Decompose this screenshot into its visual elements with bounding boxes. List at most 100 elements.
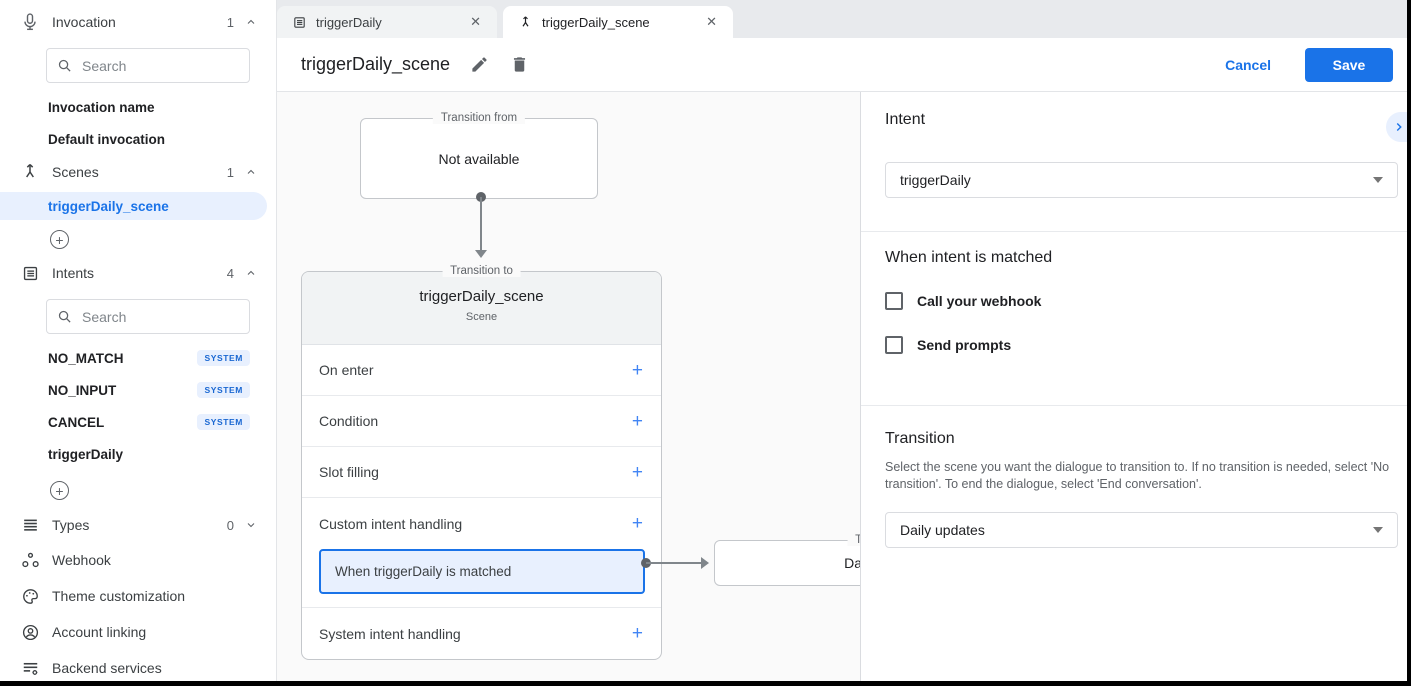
close-icon[interactable]: ✕ [706,14,717,29]
scene-row-slot-filling[interactable]: Slot filling + [302,447,661,498]
intent-icon [291,14,307,30]
prompts-checkbox-row[interactable]: Send prompts [885,336,1011,354]
sidebar-item-webhook[interactable]: Webhook [0,542,276,578]
invocation-search[interactable] [46,48,250,83]
intent-select-value: triggerDaily [900,172,971,188]
checkbox-label: Send prompts [917,337,1012,353]
add-condition-button[interactable]: + [631,410,643,432]
transition-from-box: Transition from Not available [360,112,598,199]
checkbox-unchecked[interactable] [885,336,903,354]
selected-intent-handler[interactable]: When triggerDaily is matched [319,549,645,594]
custom-intent-handling-row[interactable]: Custom intent handling + [319,513,643,534]
intent-select[interactable]: triggerDaily [885,162,1398,198]
transition-target-value: Daily updates [844,555,860,571]
section-label: Invocation [52,14,116,30]
divider [861,231,1407,232]
system-badge: SYSTEM [197,382,250,398]
section-count: 1 [226,164,234,180]
chevron-up-icon[interactable] [244,165,258,179]
sidebar-item-invocation-name[interactable]: Invocation name [48,99,155,115]
save-button[interactable]: Save [1305,47,1393,82]
matched-heading: When intent is matched [885,249,1053,266]
system-badge: SYSTEM [197,414,250,430]
add-scene-button[interactable]: + [50,230,69,249]
transition-to-legend: Transition to [442,265,521,277]
scene-row-on-enter[interactable]: On enter + [302,345,661,396]
checkbox-label: Call your webhook [917,293,1042,309]
webhook-icon [20,550,40,570]
intents-search[interactable] [46,299,250,334]
sidebar-item-triggerdaily-scene[interactable]: triggerDaily_scene [0,192,267,220]
checkbox-unchecked[interactable] [885,292,903,310]
tab-strip: triggerDaily ✕ triggerDaily_scene ✕ [277,0,1407,38]
sidebar-item-backend-services[interactable]: Backend services [0,650,276,681]
backend-services-icon [20,658,40,678]
search-input[interactable] [82,308,239,325]
sidebar-item-default-invocation[interactable]: Default invocation [48,131,166,147]
sidebar-item-no-match[interactable]: NO_MATCH SYSTEM [0,342,276,374]
scene-card-subtitle: Scene [465,311,498,323]
sidebar-item-theme-customization[interactable]: Theme customization [0,578,276,614]
transition-select[interactable]: Daily updates [885,512,1398,548]
scene-card-header: triggerDaily_scene Scene [302,272,661,345]
section-count: 1 [226,14,234,30]
scene-diagram-canvas[interactable]: Transition from Not available Transition… [277,92,860,681]
types-icon [20,515,40,535]
sidebar-item-no-input[interactable]: NO_INPUT SYSTEM [0,374,276,406]
intent-detail-panel: Intent triggerDaily When intent is match… [860,92,1407,681]
chevron-right-icon [1396,123,1402,131]
add-on-enter-button[interactable]: + [631,359,643,381]
search-icon [58,59,71,72]
connector-line [646,562,701,564]
add-intent-button[interactable]: + [50,481,69,500]
scene-row-condition[interactable]: Condition + [302,396,661,447]
scene-row-system-intent-handling[interactable]: System intent handling + [319,623,643,644]
sidebar-section-invocation[interactable]: Invocation 1 [0,0,276,44]
transition-target-box[interactable]: Transition to Daily updates [714,534,860,586]
edit-icon[interactable] [468,54,490,76]
dropdown-caret-icon [1373,177,1383,183]
collapse-panel-button[interactable] [1386,112,1407,142]
section-count: 0 [226,517,234,533]
webhook-checkbox-row[interactable]: Call your webhook [885,292,1041,310]
chevron-down-icon[interactable] [244,518,258,532]
scene-card-title: triggerDaily_scene [419,288,544,305]
tab-label: triggerDaily_scene [542,14,650,30]
page-title: triggerDaily_scene [301,54,451,74]
add-slot-filling-button[interactable]: + [631,461,643,483]
main-area: triggerDaily ✕ triggerDaily_scene ✕ trig… [277,0,1407,681]
section-label: Intents [52,265,95,281]
delete-icon[interactable] [508,54,530,76]
connector-arrowhead [475,250,487,258]
scene-icon [20,162,40,182]
intent-heading: Intent [885,111,926,128]
chevron-up-icon[interactable] [244,266,258,280]
sidebar-item-triggerdaily[interactable]: triggerDaily [48,446,124,462]
transition-from-legend: Transition from [432,112,526,124]
sidebar: Invocation 1 Invocation name Default inv… [0,0,277,681]
add-custom-intent-button[interactable]: + [631,513,643,534]
intent-icon [20,263,40,283]
transition-heading: Transition [885,430,955,447]
search-input[interactable] [82,57,239,74]
tab-triggerdaily-scene[interactable]: triggerDaily_scene ✕ [503,6,733,38]
close-icon[interactable]: ✕ [470,14,481,29]
section-count: 4 [226,265,234,281]
sidebar-section-scenes[interactable]: Scenes 1 [0,155,276,189]
cancel-button[interactable]: Cancel [1225,56,1271,73]
tab-label: triggerDaily [316,14,382,30]
chevron-up-icon[interactable] [244,15,258,29]
sidebar-section-types[interactable]: Types 0 [0,508,276,542]
sidebar-item-cancel[interactable]: CANCEL SYSTEM [0,406,276,438]
system-badge: SYSTEM [197,350,250,366]
add-system-intent-button[interactable]: + [631,623,643,644]
sidebar-section-intents[interactable]: Intents 4 [0,256,276,290]
dropdown-caret-icon [1373,527,1383,533]
section-label: Types [52,517,90,533]
sidebar-item-account-linking[interactable]: Account linking [0,614,276,650]
transition-to-legend: Transition to [847,534,860,546]
scene-row-custom-intent-handling: Custom intent handling + When triggerDai… [302,498,661,608]
tab-triggerdaily[interactable]: triggerDaily ✕ [277,6,497,38]
section-label: Scenes [52,164,99,180]
transition-select-value: Daily updates [900,522,985,538]
